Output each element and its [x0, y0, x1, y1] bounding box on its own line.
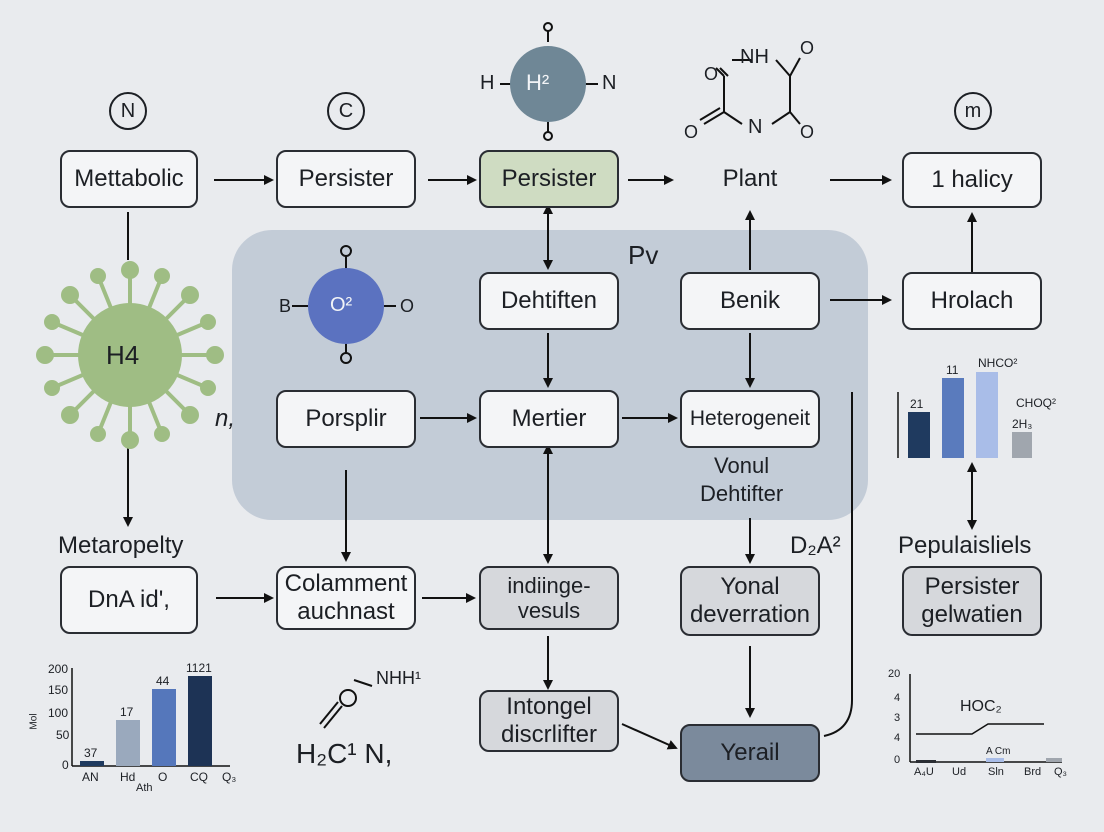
h4-center-text: H4	[106, 340, 140, 370]
dna2-label: D₂A²	[790, 532, 841, 559]
box-mertier: Mertier	[479, 390, 619, 448]
chart1-barlabel-cq: 1121	[186, 661, 212, 675]
box-yonal: Yonal deverration	[680, 566, 820, 636]
chart3-xtick-q: Q₃	[1054, 766, 1068, 778]
chart2-barlabel-a: 21	[910, 397, 924, 411]
h2-molecule	[500, 22, 598, 141]
chart3-bar-1	[916, 760, 936, 763]
chart3-ytick-2: 3	[894, 712, 901, 724]
arrow-intongel-yerail	[621, 723, 678, 750]
chart2-bar-a	[908, 412, 930, 458]
box-metabolic: Mettabolic	[60, 150, 198, 208]
h2-right-text: N	[602, 72, 617, 94]
chart3-ytick-0: 20	[888, 668, 901, 680]
chart1-ylabel: Mol	[28, 713, 40, 730]
circle-n-text: N	[120, 99, 136, 122]
box-porsplir: Porsplir	[276, 390, 416, 448]
chart1-barlabel-hd: 17	[120, 705, 134, 719]
chart1-ytick-1: 150	[48, 683, 69, 697]
box-dehtiften: Dehtiften	[479, 272, 619, 330]
chart2-barlabel-c: NHCO²	[978, 356, 1018, 370]
box-persister-2: Persister	[479, 150, 619, 208]
chart2-bar-c	[976, 372, 998, 458]
nh-bottom-label: NHH¹	[376, 668, 421, 688]
box-yerail: Yerail	[680, 724, 820, 782]
chart3-xtick-1: A₄U	[914, 766, 934, 778]
chart2-barlabel-d: CHOQ²	[1016, 396, 1056, 410]
chart3-bar-3	[1046, 758, 1062, 762]
chart1-xtick-hd: Hd	[120, 770, 136, 784]
chart3-ytick-4: 0	[894, 754, 901, 766]
chart3-xtick-3: Sln	[988, 766, 1004, 778]
chart1-bar-o	[152, 689, 176, 766]
box-hrolach: Hrolach	[902, 272, 1042, 330]
chart3-xtick-2: Ud	[952, 766, 967, 778]
ring-molecule	[699, 57, 801, 125]
circle-m-label: m	[954, 92, 992, 130]
circle-c-text: C	[338, 99, 354, 122]
chart3-ytick-1: 4	[894, 692, 901, 704]
vonul-label: Vonul Dehtifter	[700, 453, 784, 506]
box-plant: Plant	[722, 165, 778, 193]
o2-center-text: O²	[330, 294, 353, 316]
ring-n-text: N	[748, 116, 763, 138]
box-persister-gel: Persister gelwatien	[902, 566, 1042, 636]
h2-center-text: H²	[526, 70, 550, 95]
chart1-ytick-0: 200	[48, 662, 69, 676]
ring-o-text-3: O	[684, 122, 699, 142]
chart1-ytick-4: 0	[62, 758, 69, 772]
chart1-axes	[71, 668, 230, 767]
h4-virus	[36, 261, 224, 449]
chart3-annotation: A Cm	[986, 746, 1011, 757]
circle-m-text: m	[964, 99, 982, 122]
chart1-xtick-o: O	[158, 770, 168, 784]
chart1-ytick-2: 100	[48, 706, 69, 720]
ring-nh-text: NH	[740, 46, 769, 68]
chart1-ytick-3: 50	[56, 728, 70, 742]
chart1-barlabel-o: 44	[156, 674, 170, 688]
nh-molecule	[319, 679, 373, 729]
chart3-xtick-4: Brd	[1024, 766, 1042, 778]
chart1-xtick-an: AN	[82, 770, 99, 784]
box-indiinge: indiinge- vesuls	[479, 566, 619, 630]
box-colamment: Colamment auchnast	[276, 566, 416, 630]
chart1-xtick-cq: CQ	[190, 770, 208, 784]
h2c-label: H₂C¹ N,	[296, 738, 393, 769]
box-heterogeneit: Heterogeneit	[680, 390, 820, 448]
box-dna-id: DnA id',	[60, 566, 198, 634]
h2-left-text: H	[480, 72, 495, 94]
o2-right-text: O	[400, 296, 415, 316]
metaropelty-label: Metaropelty	[58, 532, 184, 559]
ring-o-text-2: O	[800, 38, 815, 58]
chart1-xtick-q: Q₃	[222, 770, 237, 784]
chart1-barlabel-an: 37	[84, 746, 98, 760]
chart3-bar-2	[986, 758, 1004, 762]
box-intongel: Intongel discrlifter	[479, 690, 619, 752]
box-benik: Benik	[680, 272, 820, 330]
box-persister-1: Persister	[276, 150, 416, 208]
circle-c-label: C	[327, 92, 365, 130]
circle-n-label: N	[109, 92, 147, 130]
chart2-extra-label: 2H₃	[1012, 417, 1033, 431]
chart1-bar-an	[80, 761, 104, 766]
chart1-xlabel: Ath	[136, 782, 153, 794]
n-mark-label: n,	[215, 405, 236, 432]
chart3-title: HOC₂	[960, 698, 1002, 715]
chart1-bar-hd	[116, 720, 140, 766]
ring-o-text-1: O	[704, 64, 719, 84]
chart3-ytick-3: 4	[894, 732, 901, 744]
o2-molecule	[292, 245, 396, 364]
pv-label: Pv	[628, 240, 659, 270]
arrow-curve-yerail	[823, 392, 853, 737]
chart2-barlabel-b: 11	[946, 363, 959, 377]
ring-o-text-4: O	[800, 122, 815, 142]
chart3-line	[916, 723, 1044, 735]
o2-left-text: B	[279, 296, 292, 316]
chart2-bar-b	[942, 378, 964, 458]
pepulaisliels-label: Pepulaisliels	[898, 532, 1032, 559]
chart2-bar-d	[1012, 432, 1032, 458]
chart1-bar-cq	[188, 676, 212, 766]
box-halicy: 1 halicy	[902, 152, 1042, 208]
